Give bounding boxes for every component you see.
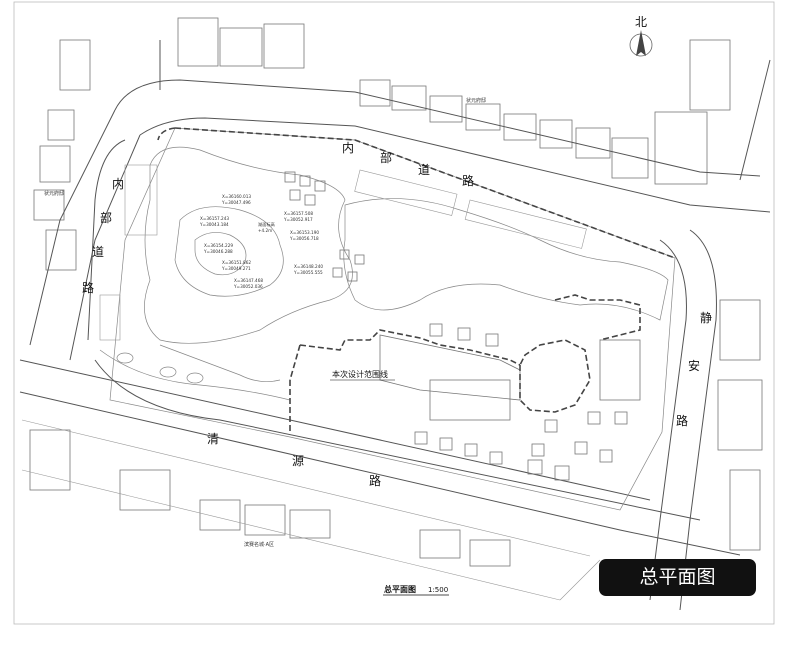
coord-7-y: Y=30055.555 [293, 270, 323, 275]
coord-2-x: X=36157.243 [200, 216, 229, 221]
title-badge: 总平面图 [599, 559, 756, 596]
coord-2-y: Y=30043.184 [199, 222, 229, 227]
coord-8-y: Y=30052.036 [233, 284, 263, 289]
road-inner-top-char-4: 路 [462, 173, 474, 188]
coord-6-y: Y=30049.271 [221, 266, 251, 271]
plaza-blocks [284, 171, 628, 481]
hatched-strips [99, 164, 587, 341]
coord-4-y: Y=30056.718 [289, 236, 319, 241]
road-network [19, 40, 771, 611]
site-boundary [109, 127, 676, 511]
coord-6-x: X=36151.862 [222, 260, 251, 265]
road-inner-left-char-3: 道 [92, 245, 104, 259]
coord-7-x: X=36148.240 [294, 264, 323, 269]
coord-4-x: X=36153.190 [290, 230, 319, 235]
bottom-community-label: 滨赛名城·A区 [244, 541, 274, 548]
surrounding-buildings [29, 17, 763, 567]
scale-title-text: 总平面图 [384, 584, 416, 594]
design-boundary-line [157, 127, 676, 432]
road-inner-top-char-2: 部 [380, 150, 392, 165]
coord-3-y: Y=30052.917 [283, 217, 313, 222]
design-boundary-label: 本次设计范围线 [332, 369, 388, 379]
road-qingyuan-char-1: 清 [207, 432, 219, 446]
road-qingyuan-char-2: 源 [292, 454, 304, 468]
north-label: 北 [635, 15, 647, 29]
left-community-label: 状元府邸 [44, 190, 64, 197]
road-inner-left-char-4: 路 [82, 280, 94, 295]
north-arrow: 北 [629, 15, 653, 57]
coord-5-y: Y=30046.288 [203, 249, 233, 254]
garden-note-a: 湖面标高 [258, 221, 275, 228]
road-labels: 内 部 道 路 内 部 道 路 静 安 路 清 源 路 [82, 141, 712, 488]
road-jingan-char-1: 静 [700, 311, 712, 325]
road-qingyuan-char-3: 路 [369, 473, 381, 488]
road-jingan-char-3: 路 [676, 413, 688, 428]
coord-3-x: X=36157.508 [284, 211, 313, 216]
drawing-frame [13, 1, 775, 625]
road-inner-top-char-3: 道 [418, 163, 430, 177]
coord-1-y: Y=30047.496 [221, 200, 251, 205]
scale-value: 1:500 [428, 586, 448, 594]
road-inner-left-char-1: 内 [112, 177, 124, 191]
garden-landscape [99, 146, 669, 401]
top-community-label: 状元府邸 [466, 97, 486, 104]
coordinate-annotations: X=36160.013 Y=30047.496 X=36157.243 Y=30… [199, 194, 323, 289]
coord-5-x: X=36154.229 [204, 243, 233, 248]
coord-8-x: X=36147.468 [234, 278, 263, 283]
road-inner-left-char-2: 部 [100, 210, 112, 225]
road-jingan-char-2: 安 [688, 358, 700, 373]
coord-1-x: X=36160.013 [222, 194, 251, 199]
garden-note-b: +4.2m [258, 228, 272, 233]
scale-title: 总平面图 1:500 [383, 584, 449, 596]
road-inner-top-char-1: 内 [342, 141, 354, 155]
